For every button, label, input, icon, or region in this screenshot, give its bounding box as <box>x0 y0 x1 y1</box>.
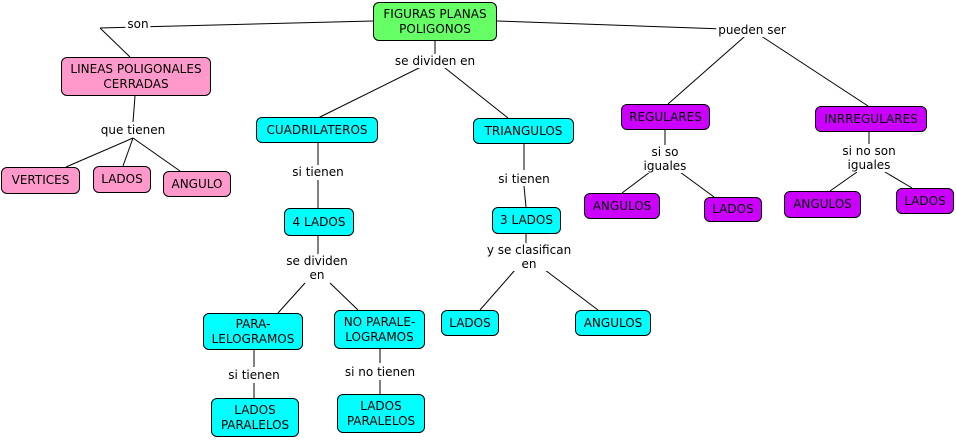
label-si-tienen-cuadrilateros: si tienen <box>290 165 346 179</box>
label-pueden-ser: pueden ser <box>716 23 788 37</box>
label-se-dividen-en-4-lados: se dividen en <box>284 254 350 282</box>
node-triangulos[interactable]: TRIANGULOS <box>473 118 574 144</box>
node-3-lados[interactable]: 3 LADOS <box>492 207 561 234</box>
node-no-paralelogramos[interactable]: NO PARALE- LOGRAMOS <box>334 310 425 349</box>
node-vertices[interactable]: VERTICES <box>1 167 80 194</box>
node-irr-lados[interactable]: LADOS <box>896 188 954 214</box>
node-lados-paralelos-2[interactable]: LADOS PARALELOS <box>337 394 425 433</box>
label-se-dividen-en: se dividen en <box>392 54 478 68</box>
node-angulo[interactable]: ANGULO <box>163 171 231 197</box>
label-si-no-son-iguales: si no son iguales <box>840 144 898 172</box>
label-si-no-tienen: si no tienen <box>342 365 418 379</box>
label-y-se-clasifican: y se clasifican en <box>484 243 574 271</box>
label-que-tienen: que tienen <box>98 123 168 137</box>
root-node-figuras-planas[interactable]: FIGURAS PLANAS POLIGONOS <box>373 2 497 41</box>
label-si-so-iguales: si so iguales <box>641 145 689 173</box>
node-irregulares[interactable]: INRREGULARES <box>815 106 927 132</box>
node-reg-angulos[interactable]: ANGULOS <box>584 193 660 219</box>
label-son: son <box>125 17 151 31</box>
node-tri-angulos[interactable]: ANGULOS <box>575 310 651 336</box>
node-regulares[interactable]: REGULARES <box>621 104 710 130</box>
node-cuadrilateros[interactable]: CUADRILATEROS <box>256 117 378 143</box>
node-paralelogramos[interactable]: PARA- LELOGRAMOS <box>203 313 303 350</box>
node-irr-angulos[interactable]: ANGULOS <box>784 191 861 218</box>
node-reg-lados[interactable]: LADOS <box>704 197 762 222</box>
node-4-lados[interactable]: 4 LADOS <box>284 208 354 236</box>
label-si-tienen-triangulos: si tienen <box>496 172 552 186</box>
node-tri-lados[interactable]: LADOS <box>441 310 499 336</box>
label-si-tienen-paralelogramos: si tienen <box>226 368 282 382</box>
node-lados-paralelos-1[interactable]: LADOS PARALELOS <box>211 398 299 437</box>
node-lineas-poligonales[interactable]: LINEAS POLIGONALES CERRADAS <box>61 57 211 96</box>
node-lados-pink[interactable]: LADOS <box>93 166 151 193</box>
